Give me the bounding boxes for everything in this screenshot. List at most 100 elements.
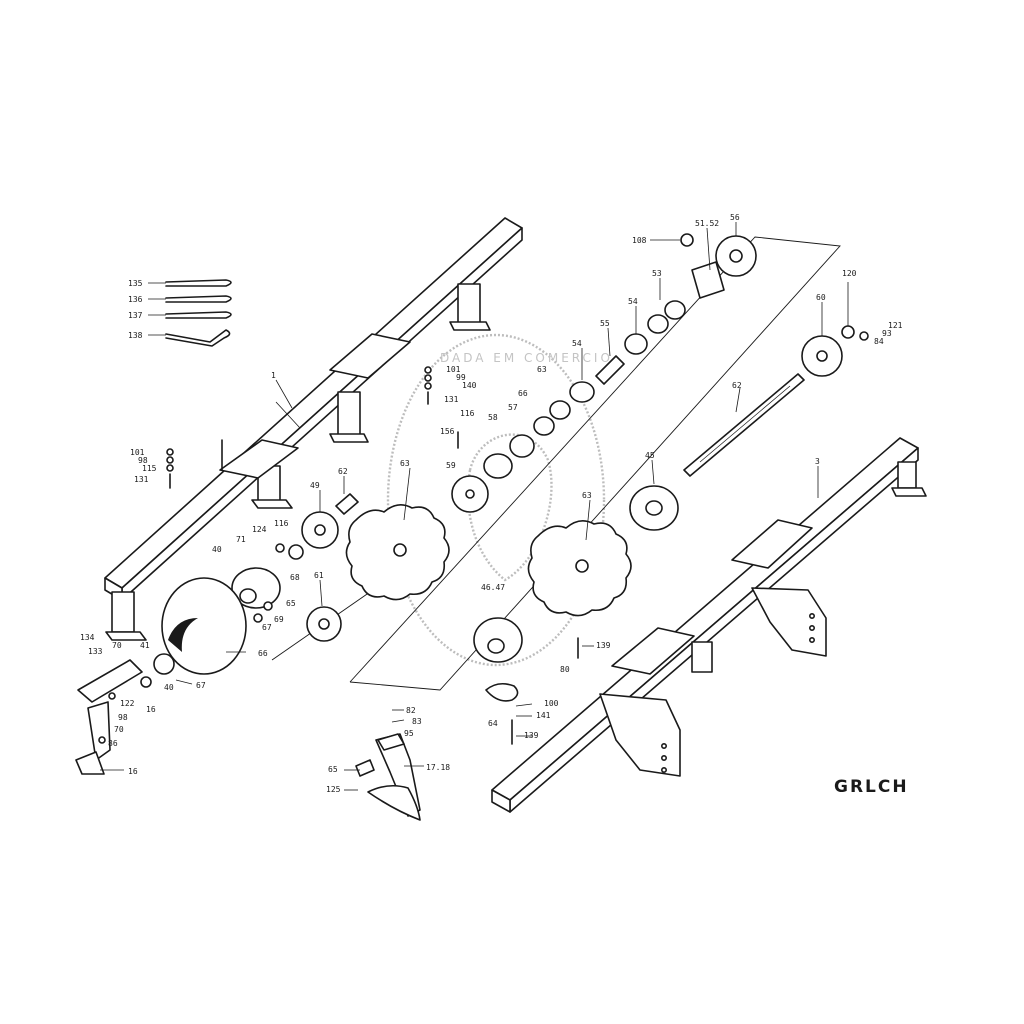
beam-right-top: [491, 437, 919, 801]
pin-135: [165, 279, 232, 287]
label-95a: 95: [404, 729, 414, 738]
part-67: [253, 613, 263, 623]
beam-upper-leg-4: [457, 283, 481, 325]
part-labels: 135 136 137 138 1 108 51.52 56 53 54 55 …: [80, 213, 903, 794]
hub-46-47-bore: [487, 638, 505, 654]
leader: [735, 387, 741, 413]
label-98: 98: [138, 456, 148, 465]
label-41: 41: [140, 641, 150, 650]
label-138: 138: [128, 331, 143, 340]
label-66b: 66: [258, 649, 268, 658]
nut-101b: [166, 448, 174, 456]
leader: [515, 703, 533, 707]
nut-99: [424, 374, 432, 382]
hub-59: [451, 475, 489, 513]
leader: [175, 679, 193, 685]
label-115: 115: [142, 464, 157, 473]
hub-49: [301, 511, 339, 549]
center-shank-assembly: [355, 733, 421, 821]
label-51-52: 51.52: [695, 219, 719, 228]
label-59: 59: [446, 461, 456, 470]
label-116a: 116: [460, 409, 475, 418]
watermark-horse: [466, 433, 553, 582]
label-141: 141: [536, 711, 551, 720]
hub-61-bore: [318, 618, 330, 630]
beam-upper-leg-1: [111, 591, 135, 633]
shaft-thread: [699, 385, 791, 463]
label-56: 56: [730, 213, 740, 222]
beam-right-side: [509, 447, 919, 813]
washer-67: [153, 653, 175, 675]
hub-60-bore: [816, 350, 828, 362]
nut-99b: [166, 456, 174, 464]
hub-40: [231, 567, 281, 609]
beam-right-foot-1: [891, 487, 927, 497]
label-65a: 65: [286, 599, 296, 608]
bolt-122: [108, 692, 116, 700]
label-63: 63: [537, 365, 547, 374]
bearing-54: [624, 333, 648, 355]
ring-53a: [664, 300, 686, 320]
beam-upper-foot-4: [449, 321, 491, 331]
beam-right-leg-1: [897, 461, 917, 489]
hitch-bracket-upper: [751, 587, 827, 657]
hitch-hole: [660, 742, 667, 749]
label-82: 82: [406, 706, 416, 715]
label-45: 45: [645, 451, 655, 460]
label-40b: 40: [164, 683, 174, 692]
assembly-guide-lines: [271, 236, 841, 691]
hitch-hole: [660, 754, 667, 761]
label-63b: 63: [400, 459, 410, 468]
pins: [165, 279, 232, 347]
label-93: 93: [882, 329, 892, 338]
disc-66: [161, 577, 247, 675]
label-100: 100: [544, 699, 559, 708]
washer-115: [166, 464, 174, 472]
label-54b: 54: [572, 339, 582, 348]
washer-140: [424, 382, 432, 390]
label-135: 135: [128, 279, 143, 288]
label-156: 156: [440, 427, 455, 436]
clamp-93: [377, 733, 405, 751]
label-55: 55: [600, 319, 610, 328]
label-60: 60: [816, 293, 826, 302]
label-140: 140: [462, 381, 477, 390]
label-66: 66: [518, 389, 528, 398]
label-3: 3: [815, 457, 820, 466]
hub-40-face: [239, 588, 257, 604]
label-122: 122: [120, 699, 135, 708]
beam-right-leg-2: [691, 641, 713, 673]
label-62: 62: [732, 381, 742, 390]
hitch-hole: [660, 766, 667, 773]
label-99: 99: [456, 373, 466, 382]
nut-40b: [140, 676, 152, 688]
label-40a: 40: [212, 545, 222, 554]
hub-61: [306, 606, 342, 642]
label-49: 49: [310, 481, 320, 490]
label-17-18: 17.18: [426, 763, 450, 772]
label-63c: 63: [582, 491, 592, 500]
label-67: 67: [262, 623, 272, 632]
leader: [607, 327, 611, 357]
label-121: 121: [888, 321, 903, 330]
label-134: 134: [80, 633, 95, 642]
bearing-housing-51-52: [691, 261, 725, 299]
label-125: 125: [326, 785, 341, 794]
axle-envelope: [349, 236, 841, 691]
shank-16: [87, 701, 111, 761]
label-120: 120: [842, 269, 857, 278]
disc-63-left: [345, 504, 450, 601]
nut-101: [424, 366, 432, 374]
shoe-16: [75, 751, 105, 775]
part-65: [263, 601, 273, 611]
pin-136: [165, 295, 232, 303]
leader: [585, 499, 591, 541]
label-124: 124: [252, 525, 267, 534]
beam-upper-foot-1: [105, 631, 147, 641]
label-65b: 65: [328, 765, 338, 774]
pin-138: [165, 329, 231, 347]
hub-49-bore: [314, 524, 326, 536]
label-133: 133: [88, 647, 103, 656]
part-68: [288, 544, 304, 560]
